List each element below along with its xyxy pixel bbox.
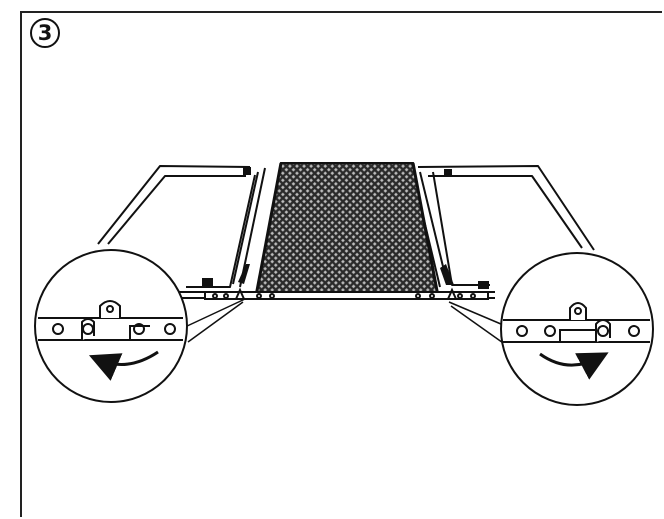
base-rail [204, 287, 489, 300]
leader-lines [184, 298, 509, 346]
illustration-frame [20, 11, 662, 517]
step-number: 3 [37, 20, 53, 45]
left-rotate-arrow [88, 350, 159, 381]
step-number-badge: 3 [30, 18, 60, 48]
left-detail-magnifier [34, 249, 188, 403]
right-rotate-arrow [539, 352, 609, 380]
mesh-panel [254, 162, 440, 297]
right-detail-magnifier [500, 252, 654, 406]
